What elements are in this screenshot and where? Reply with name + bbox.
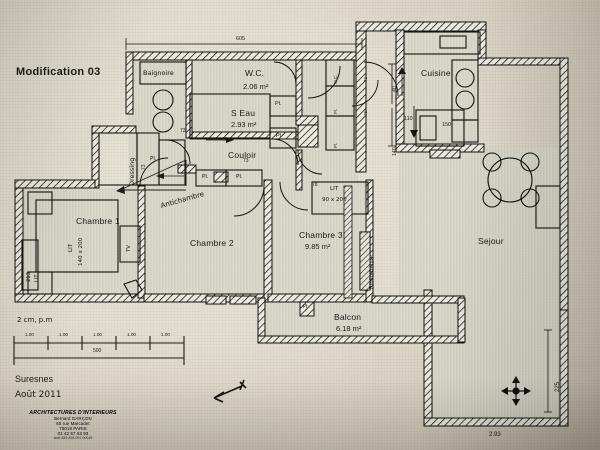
hand-arrow-annotation (213, 379, 247, 403)
room-label-chambre-2: Chambre 2 (190, 238, 234, 248)
label-tv: TV (126, 245, 132, 252)
dim-ch3-78: 78 (312, 182, 318, 188)
label-lit-2-size: 213 (26, 272, 32, 282)
room-area-balcon: 6.18 m² (336, 324, 362, 333)
label-lit-2: LIT (34, 274, 40, 282)
label-baignoire: Baignoire (143, 69, 174, 77)
north-marker (501, 376, 531, 406)
dim-top-overall: 605 (236, 36, 245, 42)
scale-total: 500 (93, 348, 102, 354)
label-closet-cell-1: W.C. (333, 74, 338, 84)
dim-couloir-73b: 73 (243, 158, 249, 164)
room-label-wc: W.C. (245, 68, 265, 78)
scale-bar-graphic (13, 336, 185, 365)
scale-tick-3: 1.00 (93, 332, 102, 337)
dim-right-225: 225 (555, 381, 561, 392)
walls (14, 21, 569, 427)
label-antichambre: Antichambre (159, 189, 206, 211)
scale-tick-4: 1.00 (127, 332, 136, 337)
dim-kitchen-40: 40 (392, 86, 398, 92)
dimension-lines (116, 38, 552, 413)
scale-tick-2: 1.00 (59, 332, 68, 337)
place-label: Suresnes (15, 374, 54, 384)
room-label-couloir: Couloir (228, 150, 257, 160)
firm-block: ARCHITECTURES D'INTERIEURS Bernard GARÇO… (10, 410, 136, 440)
label-placard-2: Pl (276, 133, 281, 139)
room-label-balcon: Balcon (334, 312, 362, 322)
scale-note: 2 cm, p.m (17, 316, 53, 324)
room-label-cuisine: Cuisine (421, 68, 451, 78)
door-swings (139, 61, 418, 217)
label-placard-6: Pl (303, 304, 308, 310)
dim-bottom-293: 2.93 (489, 432, 501, 438)
label-placard-3: Pl. (202, 174, 209, 180)
dim-kitchen-110: 110 (404, 116, 413, 122)
room-area-s-eau: 2.93 m² (231, 120, 257, 129)
room-label-sejour: Sejour (478, 236, 504, 246)
dim-kitchen-140: 140 (392, 147, 398, 156)
label-lit-3: LIT (330, 186, 339, 192)
label-lit-1: LIT (68, 243, 74, 252)
label-dressing: Dressing (128, 157, 136, 186)
label-placard-1: Pl. (275, 101, 282, 107)
room-label-chambre-3: Chambre 3 (299, 230, 343, 240)
dim-closet-a: 73 (363, 77, 368, 82)
scale-tick-1: 1.00 (25, 332, 34, 337)
label-lit-3-size: 90 x 200 (322, 197, 347, 203)
dim-closet-b: 78 (363, 111, 368, 116)
room-area-chambre-3: 9.85 m² (305, 242, 331, 251)
firm-name: ARCHITECTURES D'INTERIEURS (29, 410, 117, 416)
label-placard-5: Pl. (150, 156, 157, 162)
dim-bath-73: 73 (180, 128, 186, 134)
label-lit-1-size: 140 x 200 (78, 237, 84, 266)
room-area-wc: 2.06 m² (243, 82, 269, 91)
label-bibliotheque: Bibliothèque (369, 255, 375, 289)
dim-couloir-73: 73 (141, 164, 147, 170)
firm-phone: 01 42 57 63 93 (57, 431, 89, 436)
label-closet-cell-2: Pl. (333, 109, 338, 114)
page-title: Modification 03 (16, 66, 101, 78)
firm-street: 60 rue Marcadet (56, 421, 90, 426)
label-closet-cell-3: Pl. (333, 143, 338, 148)
date-label: Août 2011 (15, 390, 62, 400)
label-placard-4: Pl. (236, 174, 243, 180)
firm-siret: siret 453 828 091 00015 (53, 436, 93, 440)
scale-tick-5: 1.00 (161, 332, 170, 337)
room-label-chambre-1: Chambre 1 (76, 216, 120, 226)
firm-architect: Bernard GARÇON (54, 416, 92, 421)
room-label-s-eau: S Eau (231, 108, 256, 118)
firm-city: 75018 PARIS (59, 426, 87, 431)
dim-kitchen-150: 150 (442, 122, 451, 128)
